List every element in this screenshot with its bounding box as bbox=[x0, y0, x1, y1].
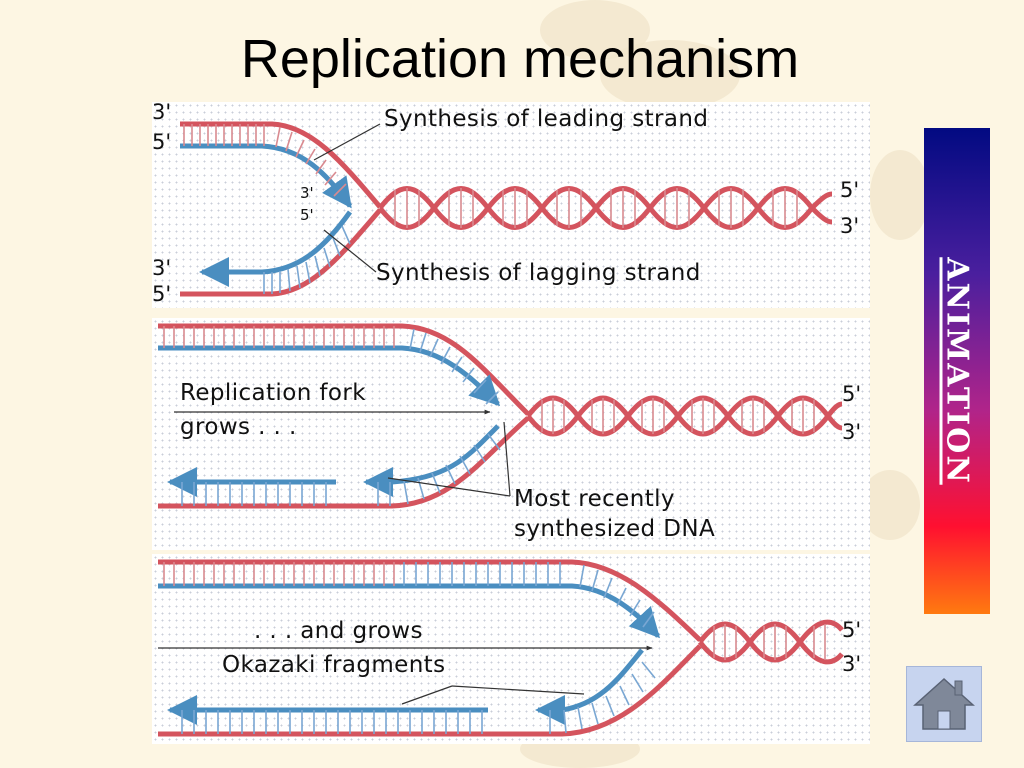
strand-end-label: 3' bbox=[152, 256, 172, 280]
helix-rungs bbox=[541, 398, 815, 434]
lagging-strand-new bbox=[363, 424, 500, 497]
leading-strand bbox=[158, 583, 661, 639]
helix-rungs bbox=[713, 624, 826, 660]
background-decoration bbox=[860, 470, 920, 540]
strand-end-label: 5' bbox=[152, 282, 172, 306]
animation-button[interactable]: ANIMATION bbox=[924, 128, 990, 614]
leading-strand-label: Synthesis of leading strand bbox=[384, 106, 709, 132]
helix-rungs bbox=[394, 188, 798, 228]
slide-title: Replication mechanism bbox=[240, 29, 800, 89]
background-decoration bbox=[870, 150, 930, 240]
lagging-strand-label: Synthesis of lagging strand bbox=[376, 260, 701, 286]
okazaki-label: Okazaki fragments bbox=[222, 652, 446, 678]
rungs-left bbox=[183, 124, 347, 197]
recent-pointer-lower bbox=[387, 477, 511, 497]
strand-end-label: 3' bbox=[300, 184, 314, 202]
strand-end-label: 5' bbox=[842, 382, 862, 406]
panel-okazaki: . . . and grows Okazaki fragments 5' 3' bbox=[152, 554, 870, 744]
strand-end-label: 3' bbox=[840, 214, 860, 238]
rungs-leading-new bbox=[409, 328, 499, 405]
home-button[interactable] bbox=[906, 666, 982, 742]
pointer-lagging bbox=[323, 229, 377, 273]
leading-strand bbox=[180, 143, 353, 209]
lagging-strand bbox=[199, 210, 353, 287]
recent-pointer-upper bbox=[503, 421, 511, 497]
leading-strand bbox=[158, 345, 501, 407]
strand-end-label: 5' bbox=[152, 130, 172, 154]
parent-strand-bottom bbox=[158, 416, 530, 509]
panel1-diagram bbox=[180, 121, 833, 297]
rungs-left bbox=[163, 562, 395, 586]
parent-strand-bottom bbox=[158, 644, 702, 737]
pointer-leading bbox=[313, 123, 381, 161]
strand-end-label: 3' bbox=[842, 652, 862, 676]
okazaki-pointer-line2 bbox=[451, 685, 585, 695]
strand-end-label: 5' bbox=[300, 206, 314, 224]
rungs-left bbox=[163, 326, 395, 348]
fork-label-line1: Replication fork bbox=[180, 380, 366, 406]
okazaki-pointer-line1 bbox=[401, 685, 453, 705]
recent-label-line2: synthesized DNA bbox=[514, 516, 716, 542]
panel2-diagram bbox=[158, 323, 843, 509]
parent-strand-top bbox=[158, 323, 530, 416]
double-helix bbox=[698, 619, 844, 665]
rungs-leading-new bbox=[403, 562, 655, 628]
strand-end-label: 3' bbox=[152, 102, 172, 124]
panel-leading-lagging: 3' 5' 3' 5' 3' 5' 5' 3' Synthesis of lea… bbox=[152, 102, 870, 308]
home-icon bbox=[913, 677, 975, 730]
rungs-lagging bbox=[181, 433, 501, 506]
recent-label-line1: Most recently bbox=[514, 486, 675, 512]
double-helix bbox=[378, 186, 833, 230]
panel3-diagram bbox=[158, 559, 844, 737]
rungs-lagging bbox=[181, 661, 656, 734]
parent-strand-bottom bbox=[180, 208, 382, 297]
strand-end-label: 5' bbox=[840, 178, 860, 202]
rungs-lagging bbox=[263, 225, 351, 294]
strand-end-label: 5' bbox=[842, 618, 862, 642]
lagging-strand-new bbox=[535, 648, 644, 725]
grows-label: . . . and grows bbox=[254, 618, 423, 644]
animation-button-label: ANIMATION bbox=[939, 257, 975, 485]
parent-strand-top bbox=[180, 121, 382, 209]
parent-strand-top bbox=[158, 559, 702, 642]
panel-fork-grows: Replication fork grows . . . Most recent… bbox=[152, 318, 870, 550]
fork-label-line2: grows . . . bbox=[180, 414, 297, 440]
background-decoration bbox=[600, 40, 740, 110]
double-helix bbox=[526, 395, 843, 437]
strand-end-label: 3' bbox=[842, 420, 862, 444]
